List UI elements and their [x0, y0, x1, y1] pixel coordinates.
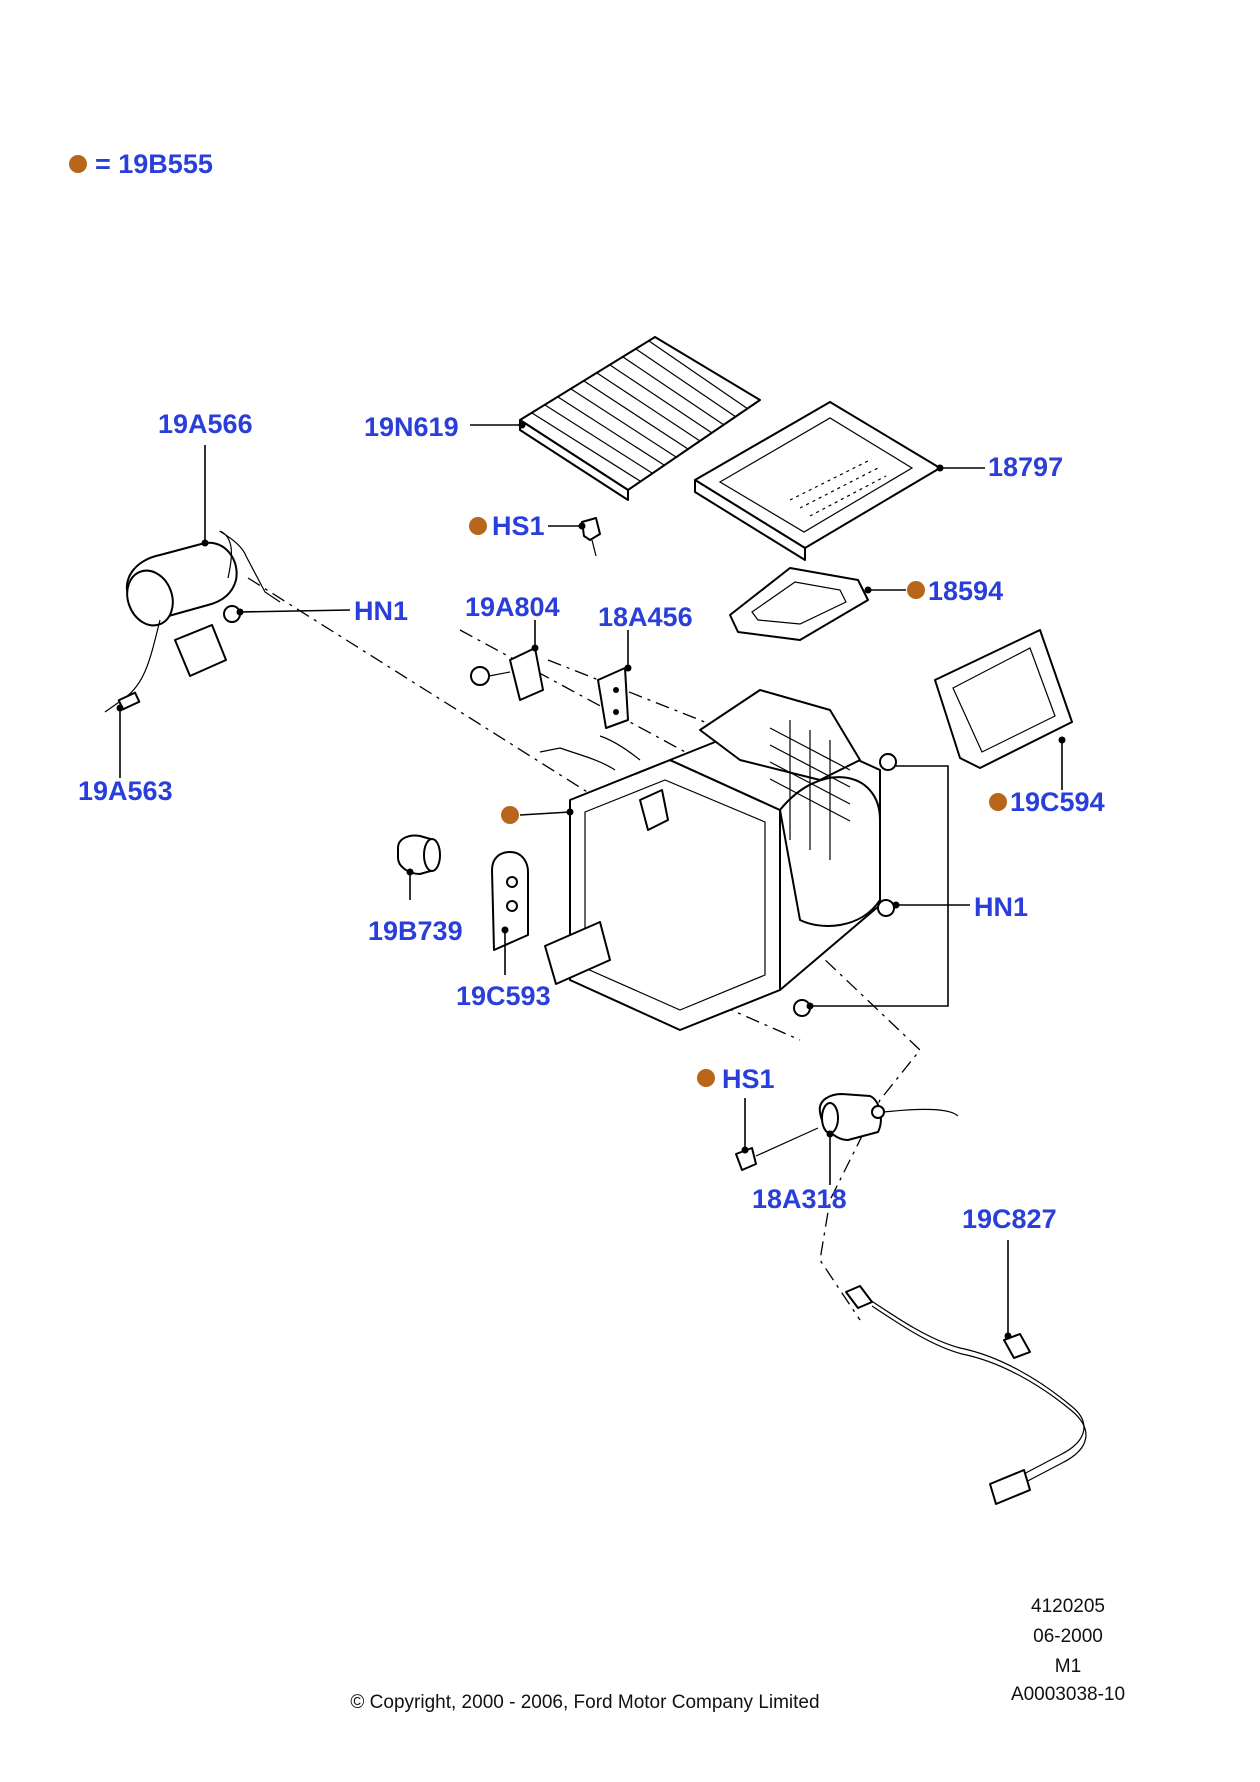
label-19A804: 19A804: [465, 592, 560, 622]
heater-housing: [539, 689, 881, 1031]
model-code: M1: [1055, 1656, 1081, 1677]
actuator-18A318: [735, 1093, 959, 1171]
label-19N619: 19N619: [364, 412, 459, 442]
illustration-id: A0003038-10: [1011, 1684, 1125, 1705]
legend-text: = 19B555: [95, 149, 213, 179]
screw-hs1-top: [581, 517, 601, 557]
label-18594: 18594: [928, 576, 1003, 606]
legend-marker: [69, 155, 87, 173]
label-hs1-top: HS1: [492, 511, 545, 541]
seal-18594: [729, 567, 869, 641]
footer: 4120205 06-2000 M1 A0003038-10 © Copyrig…: [350, 1596, 1125, 1713]
label-hn1-left: HN1: [354, 596, 408, 626]
label-hn1-right: HN1: [974, 892, 1028, 922]
bracket-19A804: [470, 647, 544, 701]
label-18A318: 18A318: [752, 1184, 847, 1214]
label-19C827: 19C827: [962, 1204, 1057, 1234]
marker-hs1-bottom: [697, 1069, 715, 1087]
copyright: © Copyright, 2000 - 2006, Ford Motor Com…: [350, 1692, 819, 1713]
label-18A456: 18A456: [598, 602, 693, 632]
label-19A566: 19A566: [158, 409, 253, 439]
filter-housing-18797: [694, 401, 941, 561]
revision-date: 06-2000: [1033, 1626, 1103, 1647]
receiver-drier-19A566: [104, 530, 281, 713]
marker-18594: [907, 581, 925, 599]
label-19C593: 19C593: [456, 981, 551, 1011]
brown-markers: [469, 517, 1007, 1087]
frame-19C594: [934, 629, 1073, 769]
nuts-hn1: [793, 753, 897, 1017]
label-19C594: 19C594: [1010, 787, 1105, 817]
label-19B739: 19B739: [368, 916, 463, 946]
leader-lines: [116, 421, 1066, 1340]
label-18797: 18797: [988, 452, 1063, 482]
harness-19C827: [845, 1285, 1087, 1505]
label-19A563: 19A563: [78, 776, 173, 806]
part-labels: 19A566 19N619 18797 HS1 19A804 18A456 18…: [78, 409, 1105, 1234]
marker-hs1-top: [469, 517, 487, 535]
legend: = 19B555: [69, 149, 213, 179]
marker-19C594: [989, 793, 1007, 811]
ref-number: 4120205: [1031, 1596, 1105, 1617]
cabin-filter-19N619: [519, 336, 761, 501]
plate-19C593: [491, 851, 529, 951]
grommet-19B739: [397, 834, 441, 875]
marker-housing: [501, 806, 519, 824]
bracket-18A456: [597, 667, 629, 729]
label-hs1-bottom: HS1: [722, 1064, 775, 1094]
